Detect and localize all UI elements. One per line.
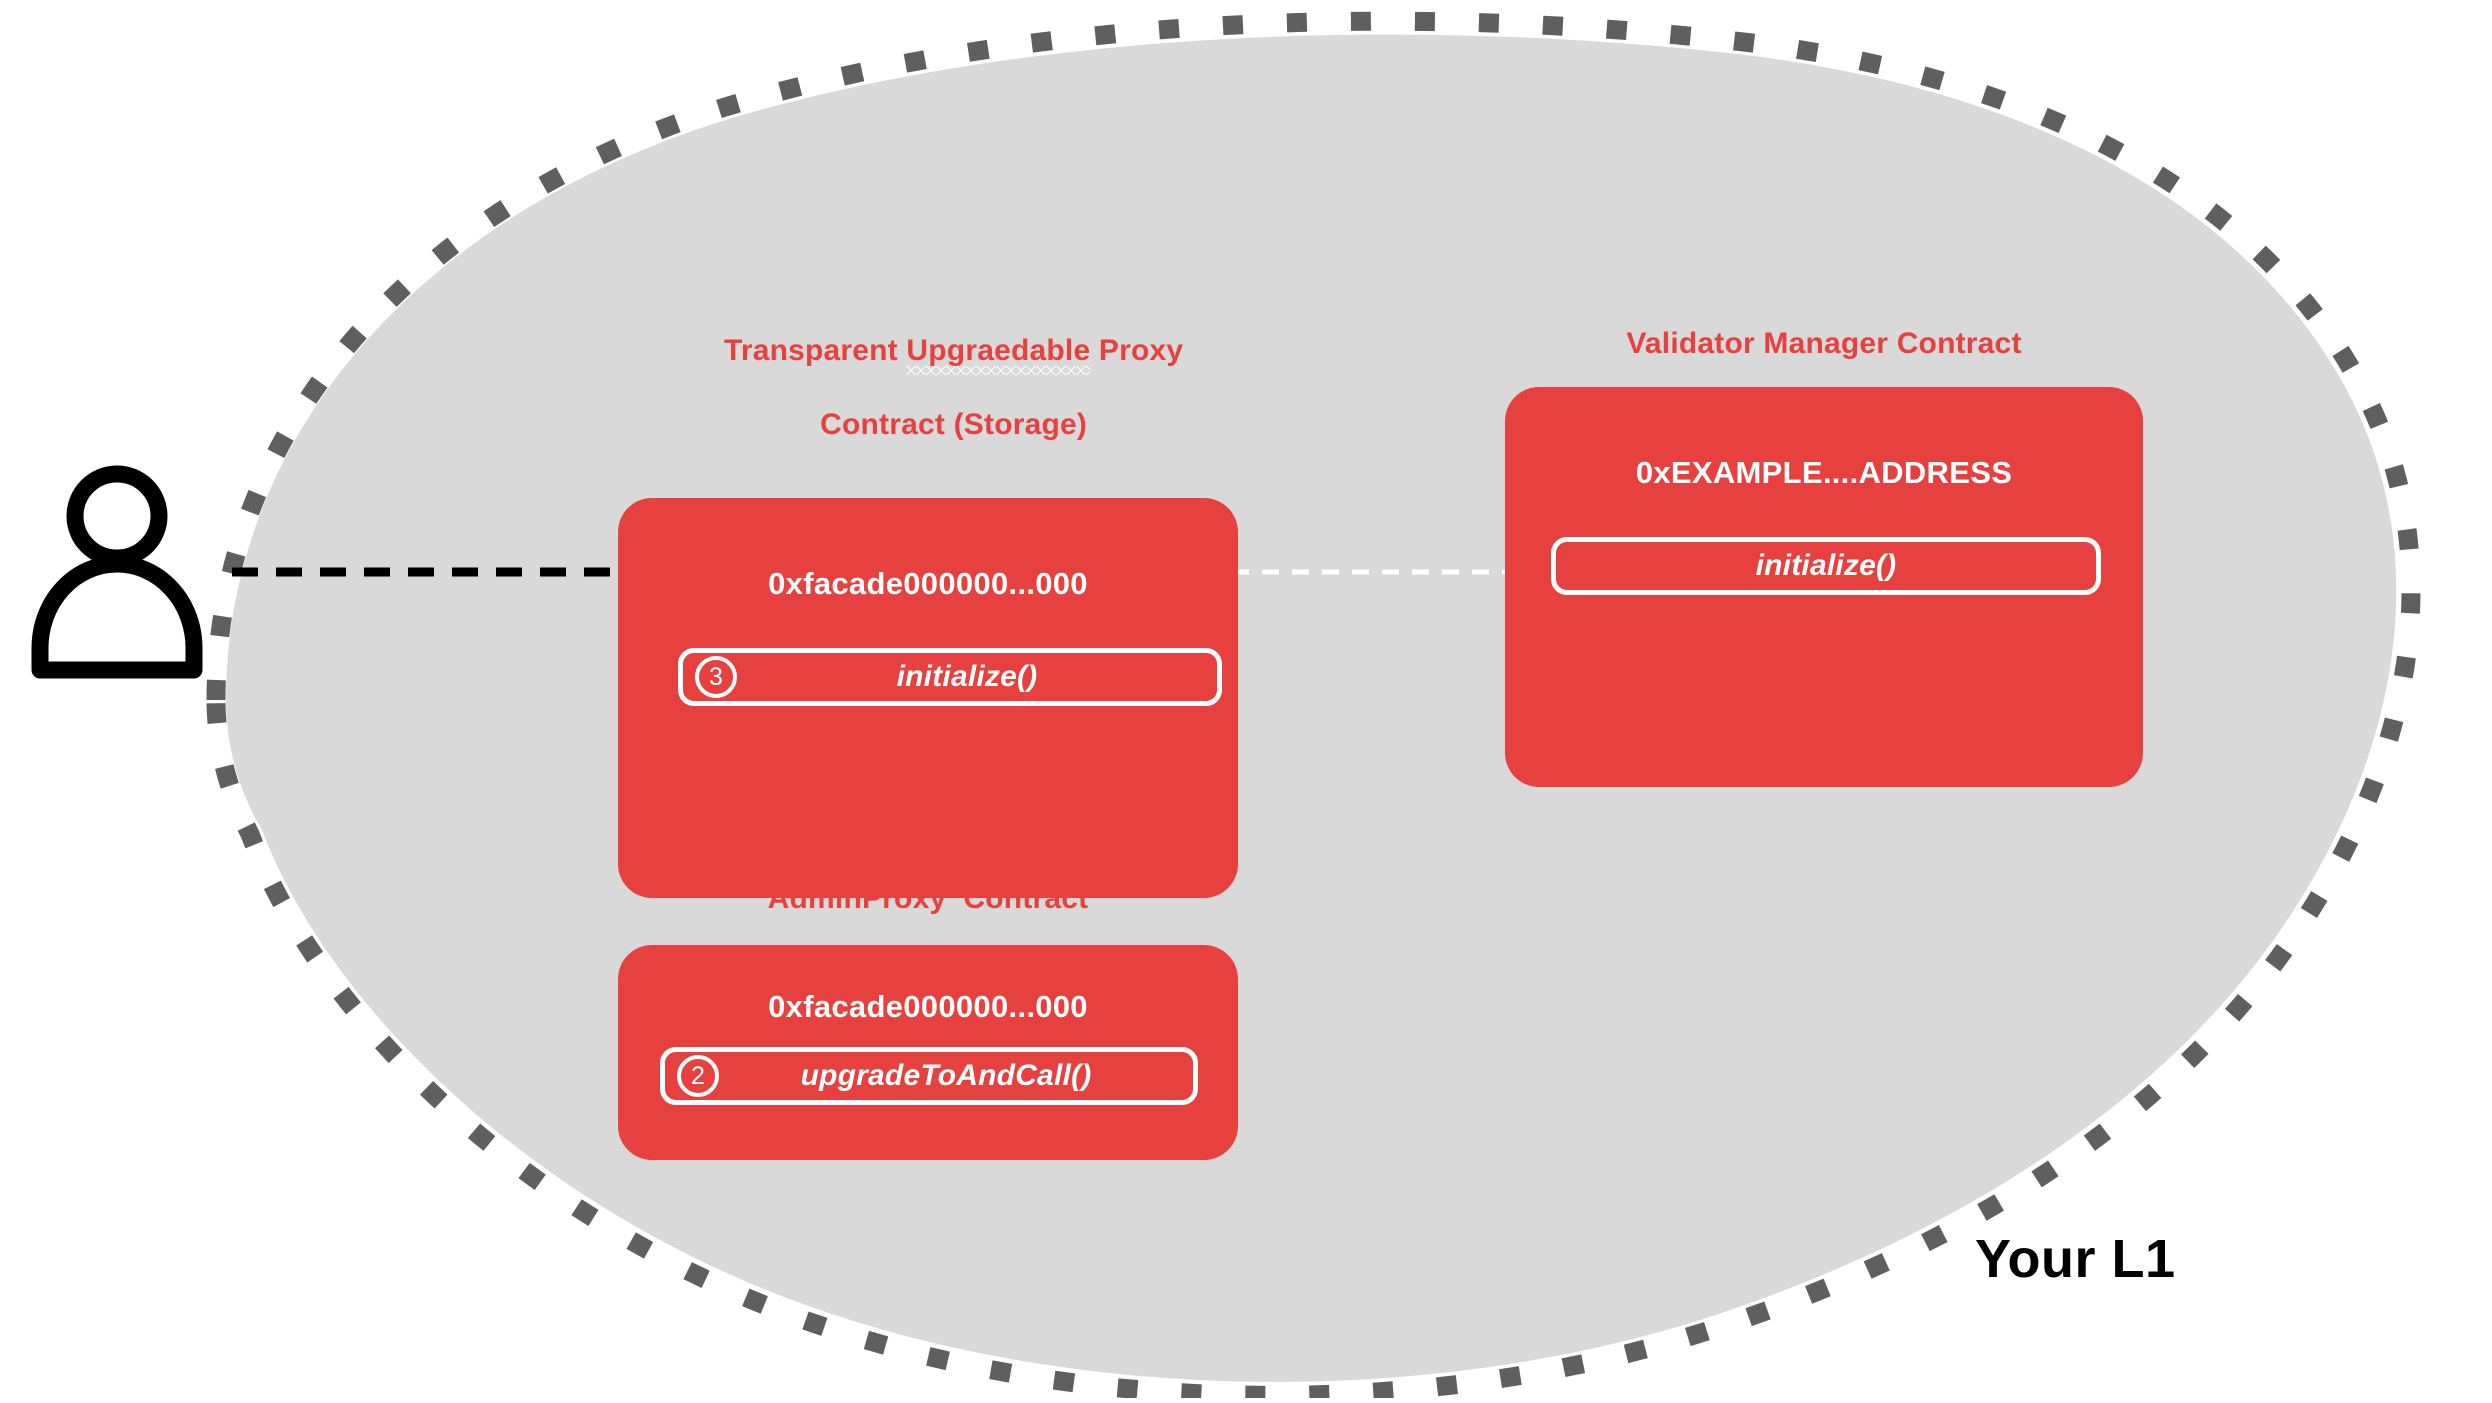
contract-address-admin-proxy: 0xfacade000000...000 <box>768 989 1088 1024</box>
contract-group-admin-proxy: AdminProxy Contract 0xfacade000000...000… <box>618 880 1238 1160</box>
title-misspelled-word: Upgraedable <box>906 334 1091 375</box>
region-label-your-l1: Your L1 <box>1975 1229 2176 1289</box>
contract-address-transparent-proxy: 0xfacade000000...000 <box>768 566 1088 601</box>
step-badge-2: 2 <box>677 1055 719 1097</box>
user-actor <box>22 458 212 680</box>
method-pill-validator-initialize[interactable]: initialize() <box>1551 537 2101 595</box>
person-icon <box>31 465 203 679</box>
contract-group-validator-manager: Validator Manager Contract 0xEXAMPLE....… <box>1505 325 2143 787</box>
contract-card-admin-proxy[interactable]: 0xfacade000000...000 2 upgradeToAndCall(… <box>618 945 1238 1160</box>
contract-address-validator-manager: 0xEXAMPLE....ADDRESS <box>1635 455 2013 490</box>
title-line-2: Contract (Storage) <box>820 408 1088 441</box>
contract-card-transparent-proxy[interactable]: 0xfacade000000...000 3 initialize() <box>618 498 1238 898</box>
contract-title-admin-proxy: AdminProxy Contract <box>767 882 1089 915</box>
contract-card-validator-manager[interactable]: 0xEXAMPLE....ADDRESS initialize() <box>1505 387 2143 787</box>
contract-title-transparent-proxy: Transparent Upgraedable Proxy Contract (… <box>618 295 1238 480</box>
person-body <box>31 555 203 679</box>
title-part-post: Proxy <box>1090 334 1184 367</box>
method-pill-upgrade-to-and-call[interactable]: 2 upgradeToAndCall() <box>660 1047 1198 1105</box>
contract-group-transparent-upgradeable-proxy: Transparent Upgraedable Proxy Contract (… <box>618 295 1238 898</box>
method-pill-initialize[interactable]: 3 initialize() <box>678 648 1222 706</box>
title-part-pre: Transparent <box>723 334 907 367</box>
method-label-initialize: initialize() <box>896 660 1038 693</box>
method-label-validator-initialize: initialize() <box>1755 549 1897 582</box>
step-badge-3: 3 <box>695 656 737 698</box>
person-head <box>66 465 168 567</box>
contract-title-validator-manager: Validator Manager Contract <box>1626 327 2022 360</box>
method-label-upgrade-to-and-call: upgradeToAndCall() <box>800 1059 1092 1092</box>
